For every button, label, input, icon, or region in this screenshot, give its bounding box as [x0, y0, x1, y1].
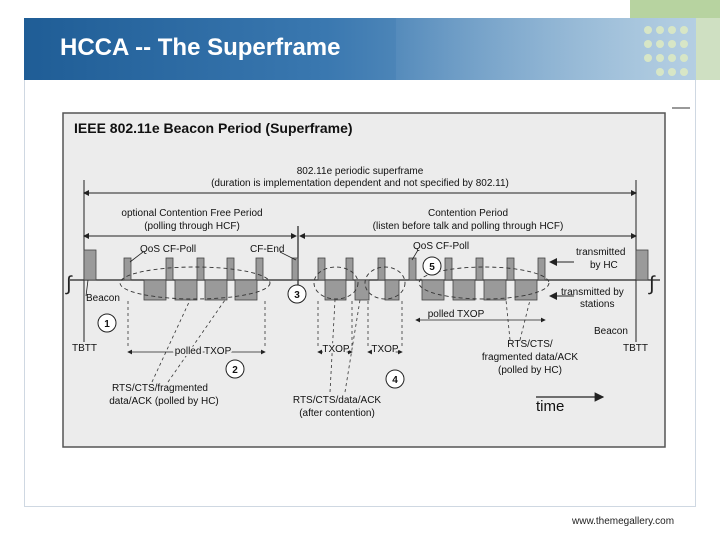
decor-dots: [644, 26, 688, 76]
marker-1: [97, 313, 117, 333]
cfp-label-1: optional Contention Free Period: [121, 208, 262, 219]
hc-frames: [83, 249, 649, 281]
station-frame: [174, 279, 198, 301]
station-frame: [143, 279, 167, 301]
rts-left-label-1: RTS/CTS/fragmented: [112, 383, 208, 394]
txop-ellipse-2: [313, 266, 359, 300]
polled-txop-label-1: polled TXOP: [175, 346, 232, 357]
marker-4: [385, 369, 405, 389]
beacon-left-label: Beacon: [86, 293, 120, 304]
station-frames: [143, 279, 538, 301]
marker-5-label: 5: [429, 262, 435, 273]
station-frame: [354, 279, 370, 301]
cfp-label-2: (polling through HCF): [144, 221, 240, 232]
slide-title: HCCA -- The Superframe: [60, 34, 341, 61]
hc-frame: [537, 257, 546, 281]
tbtt-left-label: TBTT: [72, 343, 97, 354]
diagram-heading: IEEE 802.11e Beacon Period (Superframe): [74, 120, 353, 136]
transmitted-by-hc-1: transmitted: [576, 247, 625, 258]
rts-mid-label-1: RTS/CTS/data/ACK: [293, 395, 382, 406]
cp-label-2: (listen before talk and polling through …: [373, 221, 564, 232]
timeline-break-right: ∫: [648, 273, 656, 295]
hc-frame: [408, 257, 417, 281]
txop-label-1: TXOP: [322, 344, 350, 355]
slide-frame-left: [24, 80, 25, 506]
hc-frame: [475, 257, 484, 281]
transmitted-by-stations-2: stations: [580, 299, 614, 310]
marker-3: [287, 284, 307, 304]
hc-frame: [196, 257, 205, 281]
tbtt-right-label: TBTT: [623, 343, 648, 354]
slide-frame-right: [695, 80, 696, 506]
station-frame: [204, 279, 228, 301]
cp-label-1: Contention Period: [428, 208, 508, 219]
txop-label-2: TXOP: [371, 344, 399, 355]
hc-frame: [165, 257, 174, 281]
marker-3-label: 3: [294, 290, 300, 301]
beacon-frame-right: [635, 249, 649, 281]
station-frame: [483, 279, 507, 301]
beacon-right-label: Beacon: [594, 326, 628, 337]
qos-cf-poll-label-1: QoS CF-Poll: [140, 244, 196, 255]
station-frame: [234, 279, 258, 301]
rts-left-label-2: data/ACK (polled by HC): [109, 396, 219, 407]
superframe-label-1: 802.11e periodic superframe: [297, 166, 424, 177]
footer-url: www.themegallery.com: [572, 516, 675, 527]
hc-frame: [255, 257, 264, 281]
station-frame: [384, 279, 400, 301]
hc-frame: [123, 257, 132, 281]
marker-2: [225, 359, 245, 379]
rts-mid-label-2: (after contention): [299, 408, 375, 419]
marker-5: [422, 256, 442, 276]
rts-right-label-1: RTS/CTS/: [507, 339, 553, 350]
marker-2-label: 2: [232, 365, 238, 376]
marker-4-label: 4: [392, 375, 398, 386]
hc-frame: [506, 257, 515, 281]
qos-cf-poll-label-2: QoS CF-Poll: [413, 241, 469, 252]
banner-corner: [696, 18, 720, 80]
cf-end-label: CF-End: [250, 244, 284, 255]
slide-frame-bottom: [24, 506, 696, 507]
txop-ellipse-1: [119, 266, 271, 300]
station-frame: [421, 279, 445, 301]
station-frame: [514, 279, 538, 301]
hc-frame: [317, 257, 326, 281]
txop-ellipse-4: [418, 266, 550, 300]
rts-right-label-2: fragmented data/ACK: [482, 352, 578, 363]
timeline-break-left: ∫: [65, 273, 73, 295]
station-frame: [452, 279, 476, 301]
polled-txop-label-2: polled TXOP: [428, 309, 485, 320]
cf-end-frame: [291, 257, 299, 281]
time-label: time: [536, 398, 564, 415]
hc-frame: [377, 257, 386, 281]
rts-right-label-3: (polled by HC): [498, 365, 562, 376]
marker-1-label: 1: [104, 319, 110, 330]
beacon-frame-left: [83, 249, 97, 281]
decor-green-strip: [630, 0, 720, 18]
transmitted-by-hc-2: by HC: [590, 260, 618, 271]
superframe-label-2: (duration is implementation dependent an…: [211, 178, 509, 189]
transmitted-by-stations-1: transmitted by: [561, 287, 624, 298]
txop-ellipse-3: [364, 266, 406, 300]
station-frame: [324, 279, 347, 301]
